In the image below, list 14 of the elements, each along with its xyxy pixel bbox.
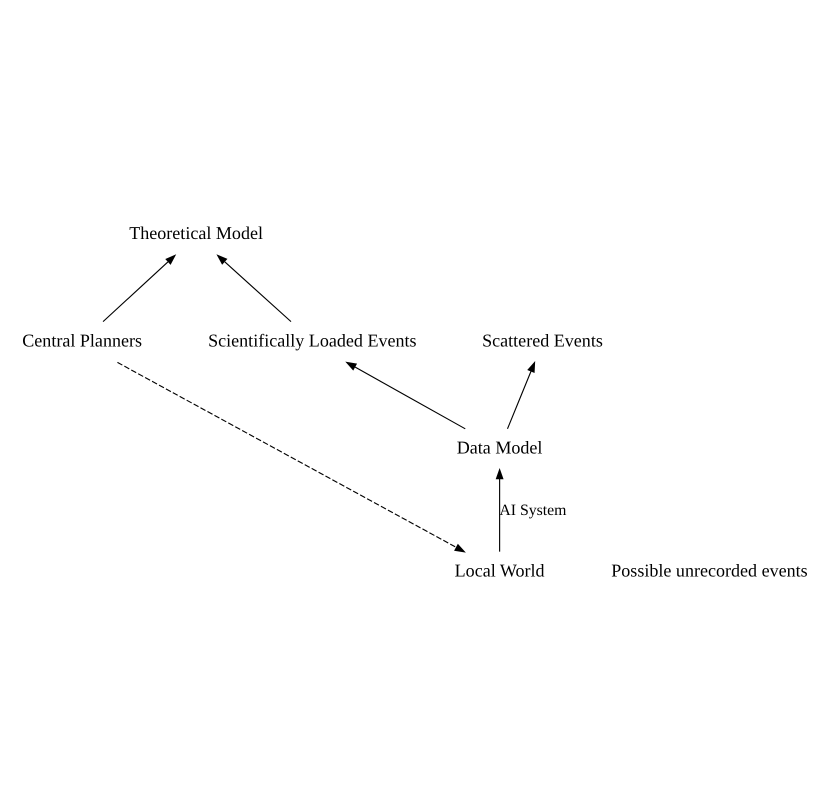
node-text: Data Model	[456, 437, 542, 458]
arrow	[345, 362, 466, 430]
node-text: Theoretical Model	[129, 223, 264, 244]
edge-label: AI System	[499, 502, 566, 519]
arrow	[506, 361, 536, 430]
arrow	[102, 254, 176, 322]
arrow	[216, 254, 292, 322]
node-text: Central Planners	[22, 330, 142, 350]
arrow	[496, 468, 504, 552]
node-text: Local World	[454, 560, 545, 580]
arrow	[117, 362, 466, 553]
node-text: Scientifically Loaded Events	[208, 330, 417, 350]
node-text: Scattered Events	[482, 330, 603, 350]
label: Possible unrecorded events	[611, 560, 808, 580]
